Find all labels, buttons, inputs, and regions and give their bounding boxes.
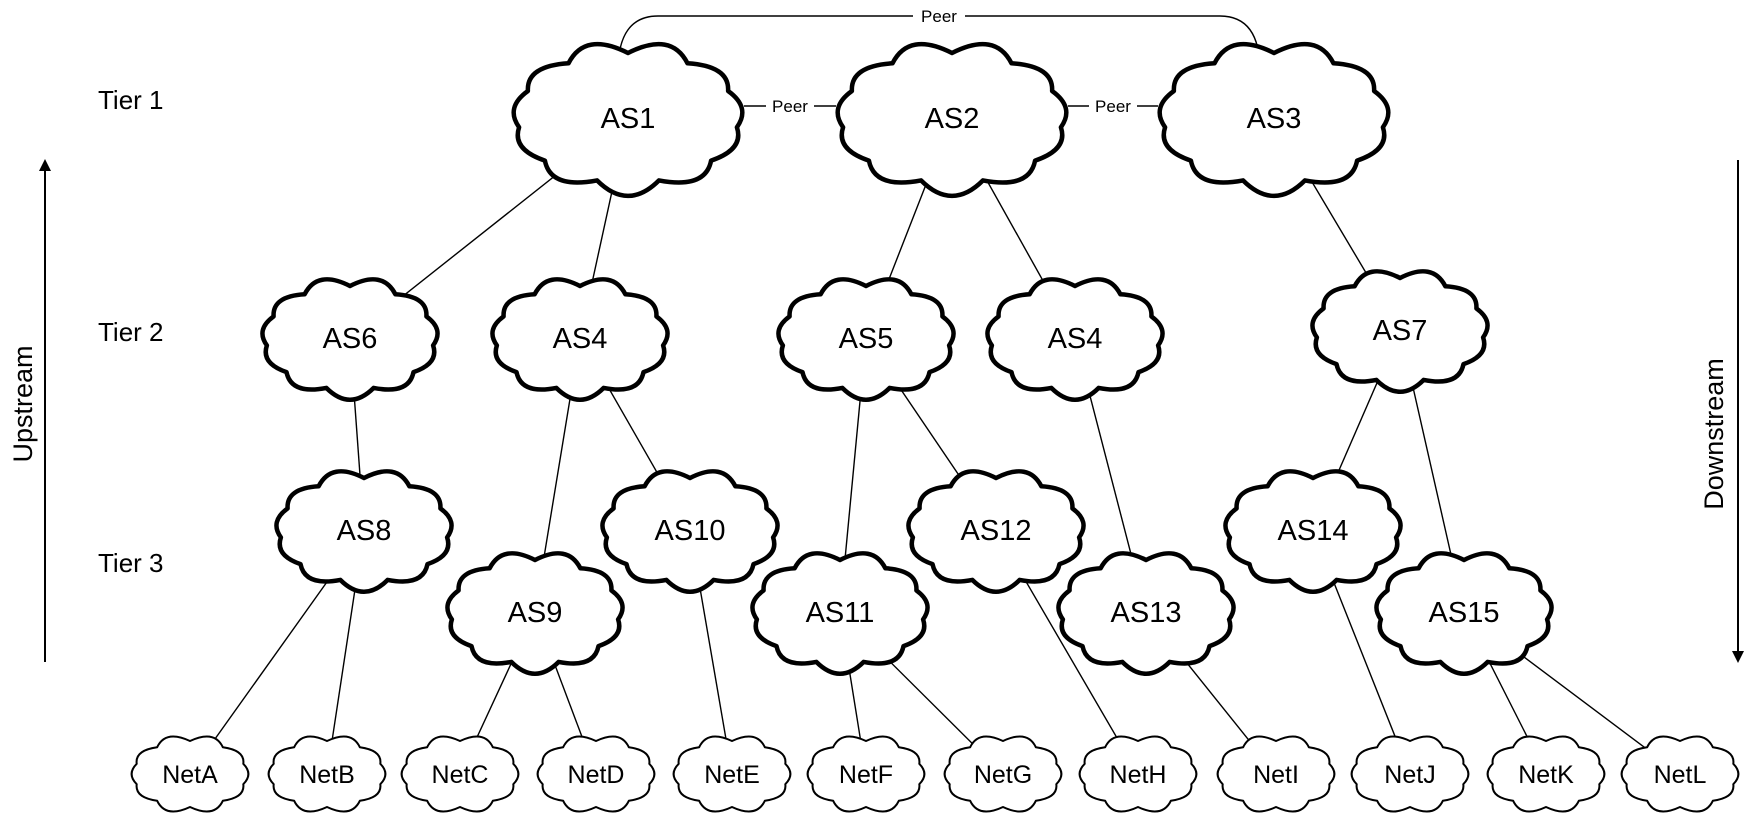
cloud-netk: NetK [1486,735,1606,813]
cloud-neth-shape [1078,735,1198,813]
cloud-as6-label: AS6 [323,323,378,355]
cloud-netf-label: NetF [839,761,893,789]
cloud-neta-label: NetA [162,761,218,789]
cloud-neth: NetH [1078,735,1198,813]
links-layer [189,117,1681,775]
peer-label-as1-as2: Peer [772,97,808,116]
cloud-netd: NetD [536,735,656,813]
cloud-as2: AS2 [835,41,1069,198]
cloud-netj-shape [1350,735,1470,813]
cloud-netb: NetB [267,735,387,813]
cloud-netc-label: NetC [432,761,489,789]
peer-label-as1-as3: Peer [921,7,957,26]
cloud-as9-label: AS9 [508,597,563,629]
cloud-netf: NetF [806,735,926,813]
cloud-netc-shape [400,735,520,813]
cloud-as11-shape [750,551,930,676]
cloud-as11-label: AS11 [806,597,875,629]
cloud-neti-label: NetI [1253,761,1299,789]
cloud-netf-shape [806,735,926,813]
cloud-nete-label: NetE [704,761,760,789]
cloud-as2-shape [835,41,1069,198]
cloud-netk-shape [1486,735,1606,813]
downstream-label: Downstream [1699,358,1729,510]
cloud-nete: NetE [672,735,792,813]
cloud-as5: AS5 [776,277,956,402]
cloud-neta: NetA [130,735,250,813]
cloud-netd-shape [536,735,656,813]
cloud-as4b-label: AS4 [1048,323,1103,355]
cloud-as4a-shape [490,277,670,402]
cloud-as10-label: AS10 [655,515,726,547]
cloud-neta-shape [130,735,250,813]
cloud-as1: AS1 [511,41,745,198]
cloud-netg-label: NetG [974,761,1032,789]
cloud-as10-shape [600,469,780,594]
tier-1-label: Tier 1 [98,85,164,115]
cloud-netb-shape [267,735,387,813]
cloud-as1-label: AS1 [601,103,656,135]
cloud-as15-shape [1374,551,1554,676]
cloud-as12-label: AS12 [961,515,1032,547]
cloud-as15-label: AS15 [1429,597,1500,629]
cloud-as7: AS7 [1310,269,1490,394]
cloud-netg-shape [943,735,1063,813]
cloud-netl: NetL [1620,735,1740,813]
cloud-as13-label: AS13 [1111,597,1182,629]
cloud-as2-label: AS2 [925,103,980,135]
cloud-as1-shape [511,41,745,198]
cloud-as3-label: AS3 [1247,103,1302,135]
cloud-as14-label: AS14 [1278,515,1349,547]
cloud-neti-shape [1216,735,1336,813]
cloud-as4a: AS4 [490,277,670,402]
peer-label-as2-as3: Peer [1095,97,1131,116]
cloud-neti: NetI [1216,735,1336,813]
cloud-netl-label: NetL [1654,761,1707,789]
cloud-as10: AS10 [600,469,780,594]
cloud-netj: NetJ [1350,735,1470,813]
peer-label-bg-as1-as2 [766,95,814,117]
upstream-label: Upstream [8,345,38,462]
cloud-netl-shape [1620,735,1740,813]
cloud-as9: AS9 [445,551,625,676]
cloud-as9-shape [445,551,625,676]
cloud-nete-shape [672,735,792,813]
cloud-as8-label: AS8 [337,515,392,547]
peer-label-bg-as1-as3 [913,5,965,27]
cloud-as3-shape [1157,41,1391,198]
cloud-as3: AS3 [1157,41,1391,198]
tier-3-label: Tier 3 [98,548,164,578]
cloud-as5-shape [776,277,956,402]
cloud-as14: AS14 [1223,469,1403,594]
cloud-as14-shape [1223,469,1403,594]
cloud-as15: AS15 [1374,551,1554,676]
cloud-as8-shape [274,469,454,594]
cloud-netg: NetG [943,735,1063,813]
peer-label-bg-as2-as3 [1089,95,1137,117]
cloud-as6-shape [260,277,440,402]
cloud-as12: AS12 [906,469,1086,594]
cloud-as4b-shape [985,277,1165,402]
cloud-netk-label: NetK [1518,761,1574,789]
cloud-as12-shape [906,469,1086,594]
cloud-netb-label: NetB [299,761,355,789]
tier-2-label: Tier 2 [98,317,164,347]
cloud-as5-label: AS5 [839,323,894,355]
cloud-as4a-label: AS4 [553,323,608,355]
cloud-as6: AS6 [260,277,440,402]
cloud-as8: AS8 [274,469,454,594]
cloud-neth-label: NetH [1110,761,1167,789]
cloud-netc: NetC [400,735,520,813]
cloud-as11: AS11 [750,551,930,676]
cloud-netd-label: NetD [568,761,625,789]
cloud-as13: AS13 [1056,551,1236,676]
cloud-netj-label: NetJ [1384,761,1435,789]
cloud-as7-shape [1310,269,1490,394]
cloud-as4b: AS4 [985,277,1165,402]
cloud-as13-shape [1056,551,1236,676]
cloud-as7-label: AS7 [1373,315,1428,347]
